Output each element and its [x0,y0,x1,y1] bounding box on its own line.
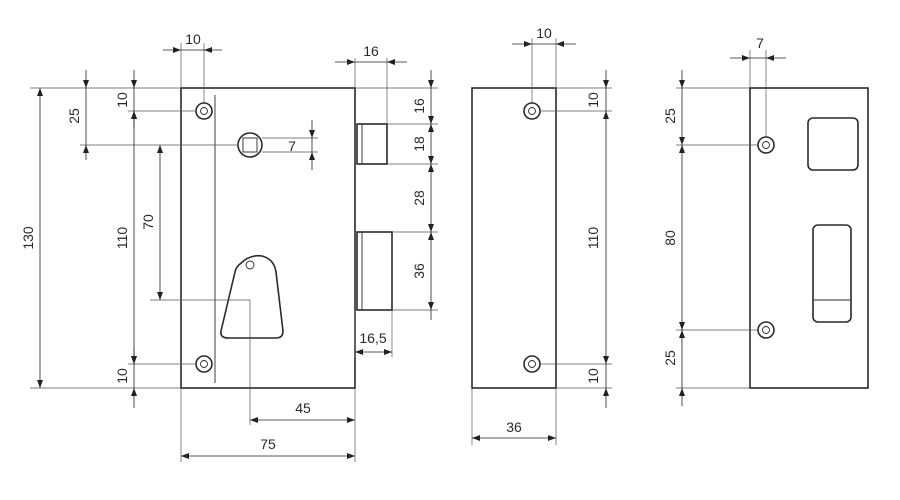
dim-arrow [347,417,355,423]
side-screw-hole-top [523,102,541,120]
latch-opening [807,117,859,171]
dim-label-bolt-width: 16 [363,43,379,59]
dim-arrow [83,145,89,153]
lock-case-side [471,87,557,389]
dim-label-hole-spacing: 110 [114,227,130,250]
dim-arrow [157,145,163,153]
dim-label-hole-x: 10 [185,31,201,47]
dim-arrow [556,41,564,47]
square-spindle [237,132,263,158]
strike-dim-label-bottom-margin: 25 [662,350,678,366]
dim-arrow [603,356,609,364]
dim-label-backset: 45 [295,400,311,416]
dim-arrow [131,356,137,364]
dim-arrow [204,47,212,53]
lock-case-front [180,87,356,389]
dim-arrow [37,88,43,96]
latch-bolt [356,123,388,165]
dim-arrow [679,145,685,153]
dim-label-right-top: 16 [411,98,427,114]
dim-arrow [250,417,258,423]
dim-arrow [742,55,750,61]
dim-label-bolt-projection: 16,5 [359,330,386,346]
dim-arrow [603,80,609,88]
dim-arrow [387,59,395,65]
screw-hole-top [195,102,213,120]
dim-arrow [157,292,163,300]
dim-arrow [524,41,532,47]
dim-label-spindle-key: 70 [140,214,156,230]
bolt-opening [812,224,852,323]
dim-label-bottom-margin: 10 [114,368,130,384]
dim-label-spindle-square: 7 [288,138,296,154]
dim-arrow [347,59,355,65]
side-dim-label-hole-spacing: 110 [585,227,601,250]
dim-arrow [428,224,434,232]
dim-arrow [347,453,355,459]
dim-arrow [603,388,609,396]
dim-arrow [131,80,137,88]
dim-arrow [679,322,685,330]
dim-arrow [766,55,774,61]
dim-arrow [472,435,480,441]
dim-arrow [679,330,685,338]
strike-dim-label-hole-x: 7 [756,35,764,51]
dim-label-overall-height: 130 [20,226,36,250]
dim-label-latch-gap: 28 [411,190,427,206]
dim-arrow [679,388,685,396]
screw-hole-bottom [195,355,213,373]
dim-arrow [679,80,685,88]
dim-arrow [309,130,315,138]
dim-arrow [173,47,181,53]
strike-screw-hole-bottom [757,321,775,339]
dim-arrow [428,232,434,240]
dim-arrow [603,111,609,119]
dim-arrow [679,137,685,145]
side-screw-hole-bottom [523,355,541,373]
dim-label-overall-width: 75 [260,436,276,452]
dim-label-latch-height: 18 [411,136,427,152]
dim-arrow [548,435,556,441]
dim-arrow [181,453,189,459]
dim-arrow [355,349,363,355]
dim-arrow [131,388,137,396]
front-view: 10 16 10 25 130 110 70 7 10 16 18 28 36 … [20,31,438,462]
side-dim-label-top-margin: 10 [585,92,601,108]
keyhole [220,254,284,339]
strike-view: 7 25 80 25 [662,35,869,406]
dim-arrow [309,152,315,160]
dim-label-top-margin: 10 [114,92,130,108]
strike-screw-hole-top [757,136,775,154]
side-dim-label-depth: 36 [506,419,522,435]
side-dim-label-bottom-margin: 10 [585,368,601,384]
strike-plate [749,87,869,389]
dim-arrow [428,80,434,88]
dim-label-spindle-height: 25 [66,108,82,124]
dim-arrow [83,80,89,88]
strike-dim-label-top-margin: 25 [662,108,678,124]
strike-dim-label-hole-spacing: 80 [662,230,678,246]
dim-arrow [428,302,434,310]
dim-label-bolt-height: 36 [411,263,427,279]
dim-arrow [428,124,434,132]
dim-arrow [37,380,43,388]
dim-arrow [428,116,434,124]
side-view: 10 10 110 10 36 [471,25,612,445]
dim-arrow [428,164,434,172]
dead-bolt [356,231,393,311]
side-dim-label-hole-x: 10 [536,25,552,41]
dim-arrow [131,111,137,119]
dim-arrow [428,156,434,164]
dim-arrow [384,349,392,355]
